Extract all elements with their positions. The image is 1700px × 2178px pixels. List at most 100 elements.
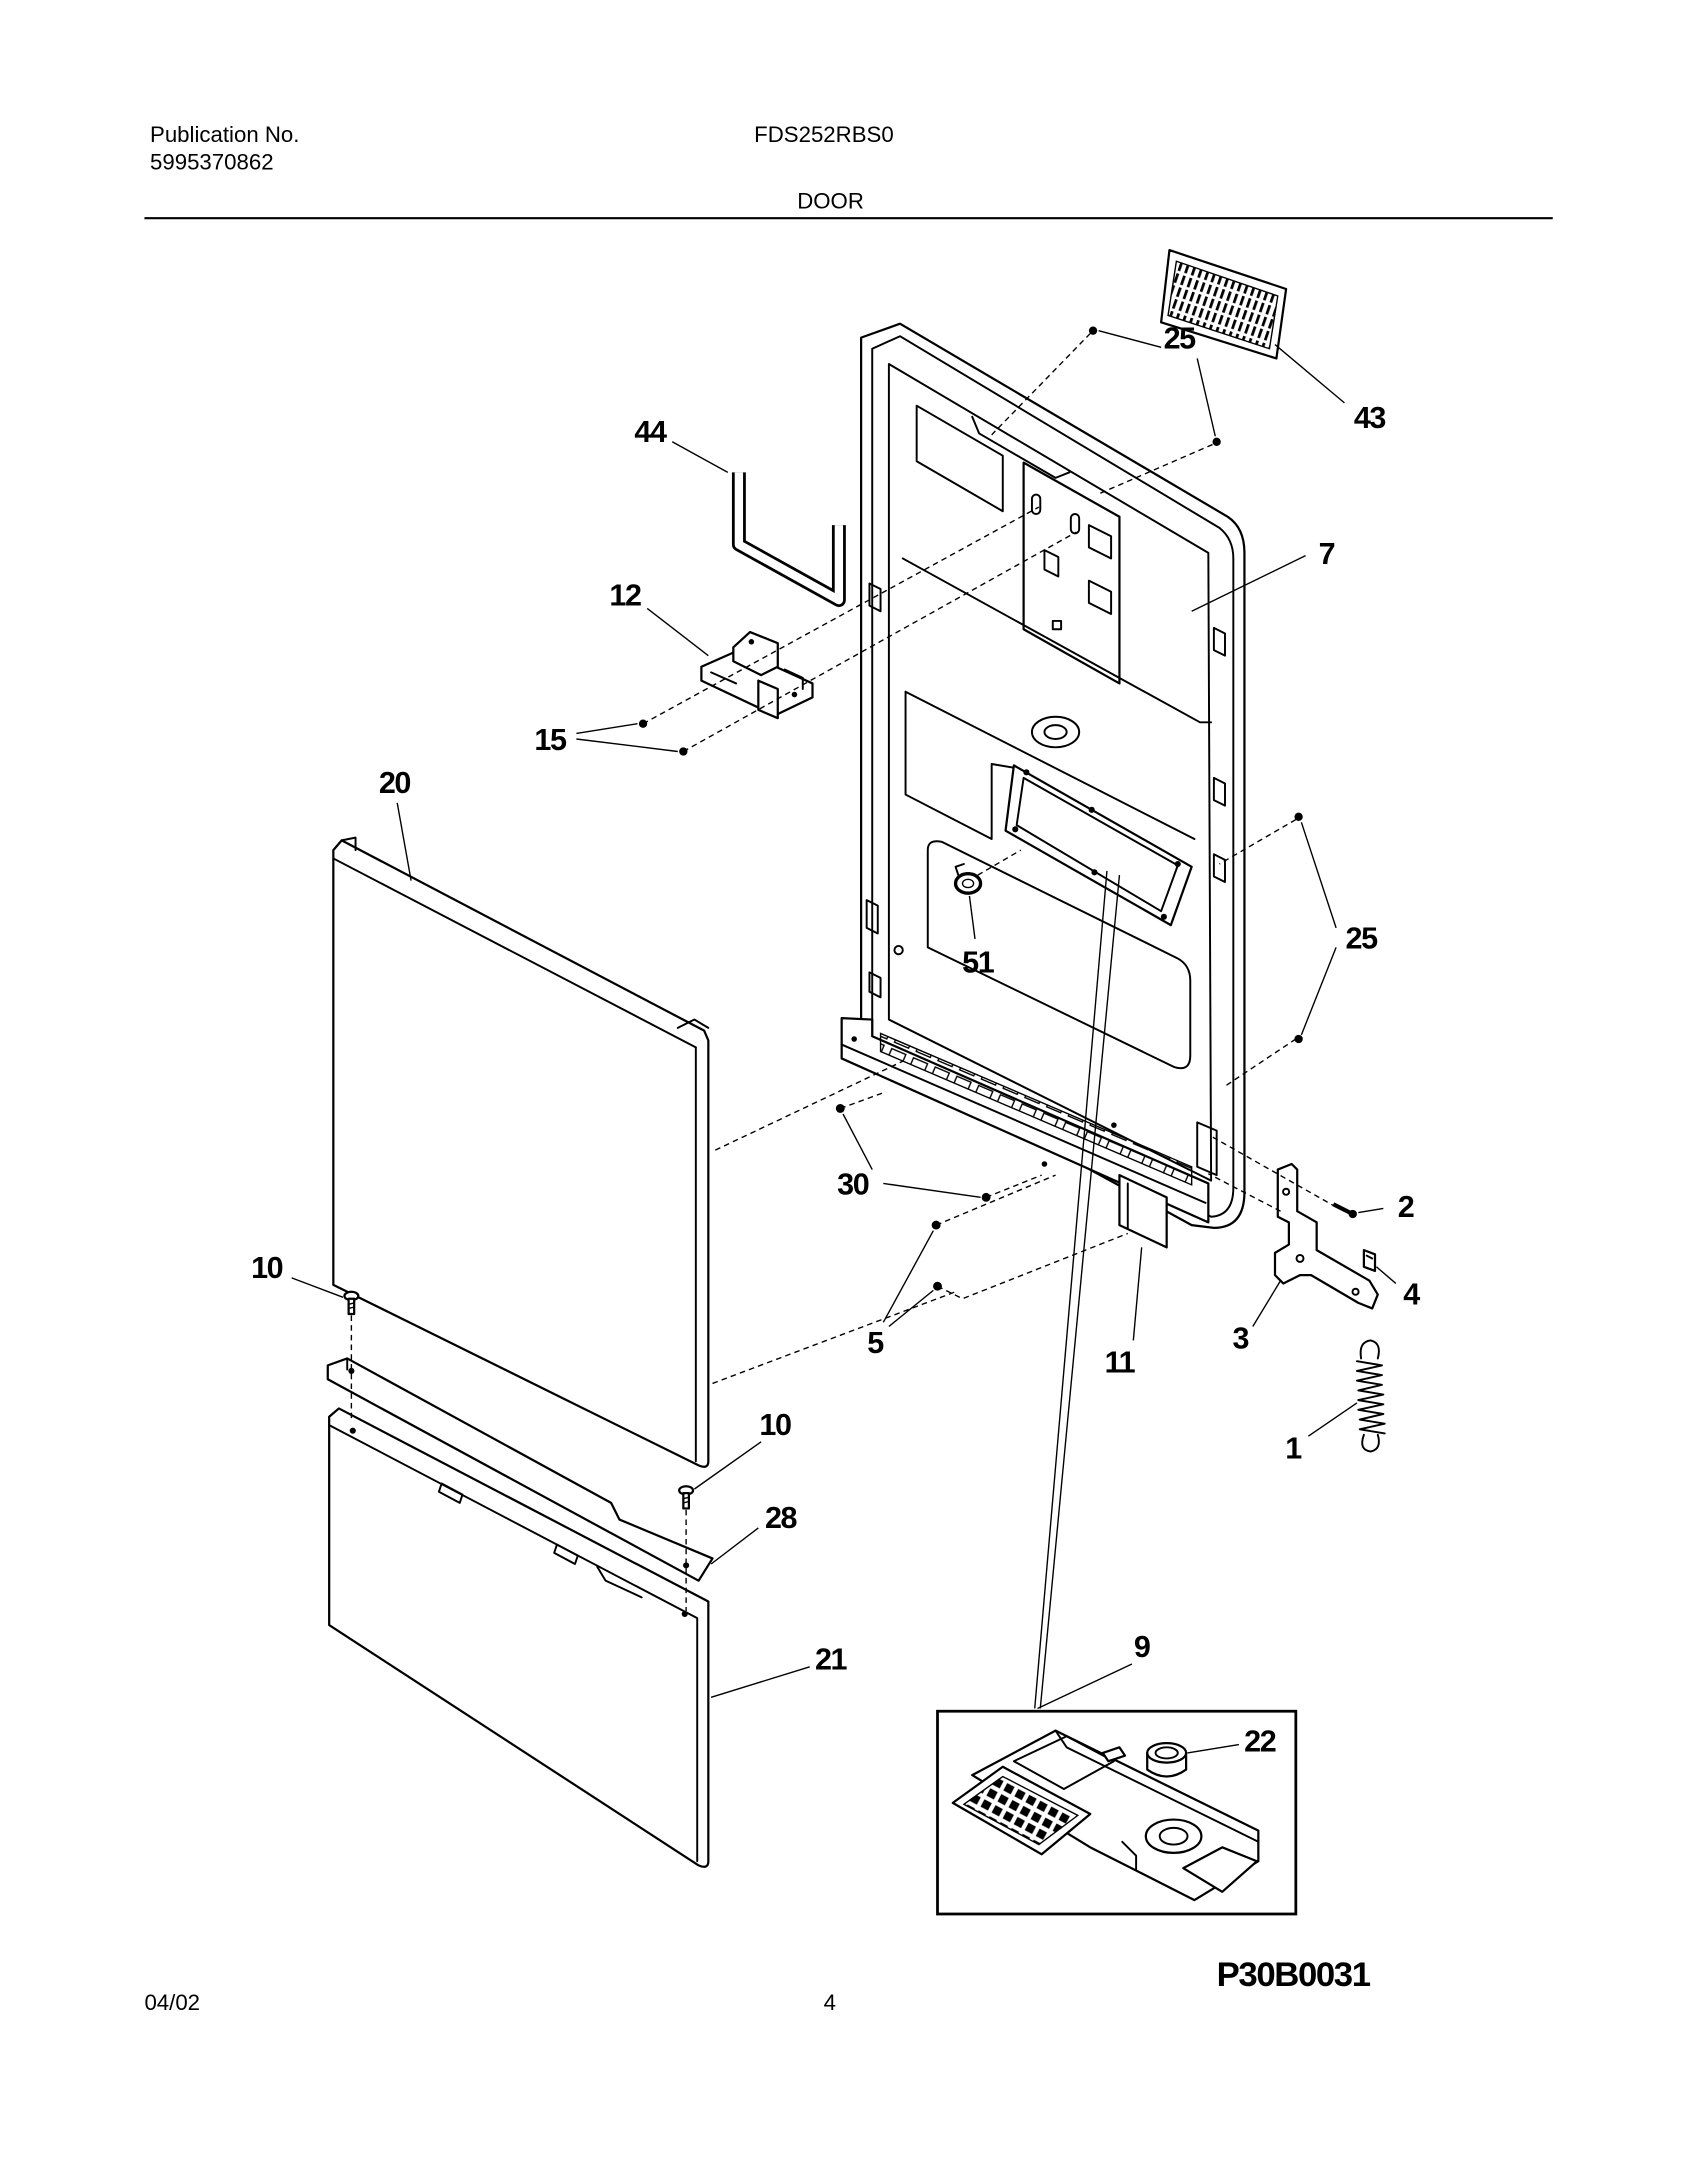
callout-7: 7 [1319,537,1335,571]
screw-upper [343,1290,360,1316]
assembly-line [1219,818,1297,865]
trim-hole [348,1367,355,1374]
assembly-line [985,1174,1042,1198]
door-side-tab [865,899,879,935]
door-side-tab [868,971,882,999]
screw-5b [933,1281,942,1291]
callout-10-upper: 10 [251,1251,283,1285]
ring-tab [954,863,965,877]
upper-recess [904,690,1196,840]
section-title: DOOR [797,188,864,213]
spring-coils [1355,1360,1386,1435]
dispenser-lid-grid [962,1775,1080,1846]
cutout-hole [1012,826,1019,833]
door-side-tab [868,582,882,613]
assembly-lines [350,332,1337,1612]
outer-panel-lip [340,836,357,852]
assembly-line [712,1291,956,1385]
footer-date: 04/02 [144,1990,200,2015]
outer-panel-face [332,839,710,1468]
screw-lower [678,1485,695,1510]
door-top-ledge [971,415,1071,479]
page-footer: 04/02 4 [144,1990,836,2015]
dispenser-cup [1012,1735,1115,1790]
leader-1 [1307,1402,1358,1437]
callout-20: 20 [379,766,411,800]
latch-mount-plate [1022,461,1121,685]
inset-pointer [1034,870,1108,1709]
trough-hole [1111,1122,1117,1128]
callout-25-right: 25 [1346,922,1379,956]
door-side-tab [1212,776,1226,807]
leader-51 [968,895,976,940]
assembly-line [1210,1135,1337,1208]
outer-panel-return [676,1018,710,1029]
inset-pointer [1039,875,1121,1709]
screw-25c [1294,812,1303,821]
assembly-line [1208,1173,1281,1212]
latch-detail [710,671,738,685]
kick-panel-notch [596,1565,643,1599]
leader-30 [883,1182,981,1199]
assembly-line [840,1091,887,1110]
hinge-body [1273,1162,1379,1310]
vent-opening [1030,715,1081,749]
rinse-aid-cap [1146,1742,1188,1778]
leader-25-top [1196,358,1216,437]
ring-outer [953,872,983,895]
callout-21: 21 [815,1643,848,1677]
door-latch [700,630,814,720]
dispenser-cutout [1004,764,1193,927]
door-inner-edge [887,363,1213,1182]
gasket-outline [731,472,846,608]
hose-ring [953,863,983,895]
callout-30: 30 [837,1168,869,1202]
dispenser-detail [1121,1840,1138,1871]
leader-3 [1252,1280,1282,1327]
leader-44 [671,441,729,473]
assembly-line [1224,1038,1297,1087]
callout-22: 22 [1244,1724,1276,1758]
leader-43 [1274,344,1345,404]
hinge-screw [1332,1202,1357,1219]
figure-code: P30B0031 [1217,1956,1371,1994]
publication-number: 5995370862 [150,150,274,175]
leader-20 [396,802,412,881]
callout-25-top: 25 [1164,322,1197,356]
callout-51: 51 [962,945,995,979]
leader-9 [1037,1663,1133,1710]
cutout-hole [1174,860,1181,868]
cutout-hole [1160,913,1167,920]
leader-25-top [1098,329,1162,349]
callout-3: 3 [1232,1322,1248,1356]
assembly-line [937,1232,1129,1300]
assembly-line [977,849,1022,876]
screw-25d [1294,1034,1303,1044]
clip-body [1362,1249,1377,1273]
assembly-line [682,531,1077,753]
kick-panel-hole [349,1427,356,1434]
screw-thread [348,1302,355,1310]
model-number: FDS252RBS0 [754,122,894,147]
door-flange [871,335,1235,1218]
clip-detail [1365,1254,1374,1260]
leader-10-upper [291,1277,344,1298]
mount-tab [1087,524,1113,560]
callout-11: 11 [1105,1345,1136,1379]
dispenser-gasket [1015,776,1179,913]
hinge-hole [1351,1287,1360,1296]
door-ridge [901,557,1213,724]
mount-tab [1087,579,1113,615]
dispenser-end-block [1182,1846,1259,1893]
kick-panel-hole [681,1610,688,1618]
door-hole [893,944,904,956]
door-bottom-vents [879,1032,1193,1186]
kick-panel-slot [437,1482,464,1504]
page-header: Publication No. 5995370862 FDS252RBS0 DO… [144,122,1553,220]
latch-pin [748,639,755,645]
door-side-tab [1212,626,1226,657]
leader-30 [842,1113,873,1170]
door-corner-bracket [1196,1121,1218,1177]
kick-panel [328,1407,710,1868]
